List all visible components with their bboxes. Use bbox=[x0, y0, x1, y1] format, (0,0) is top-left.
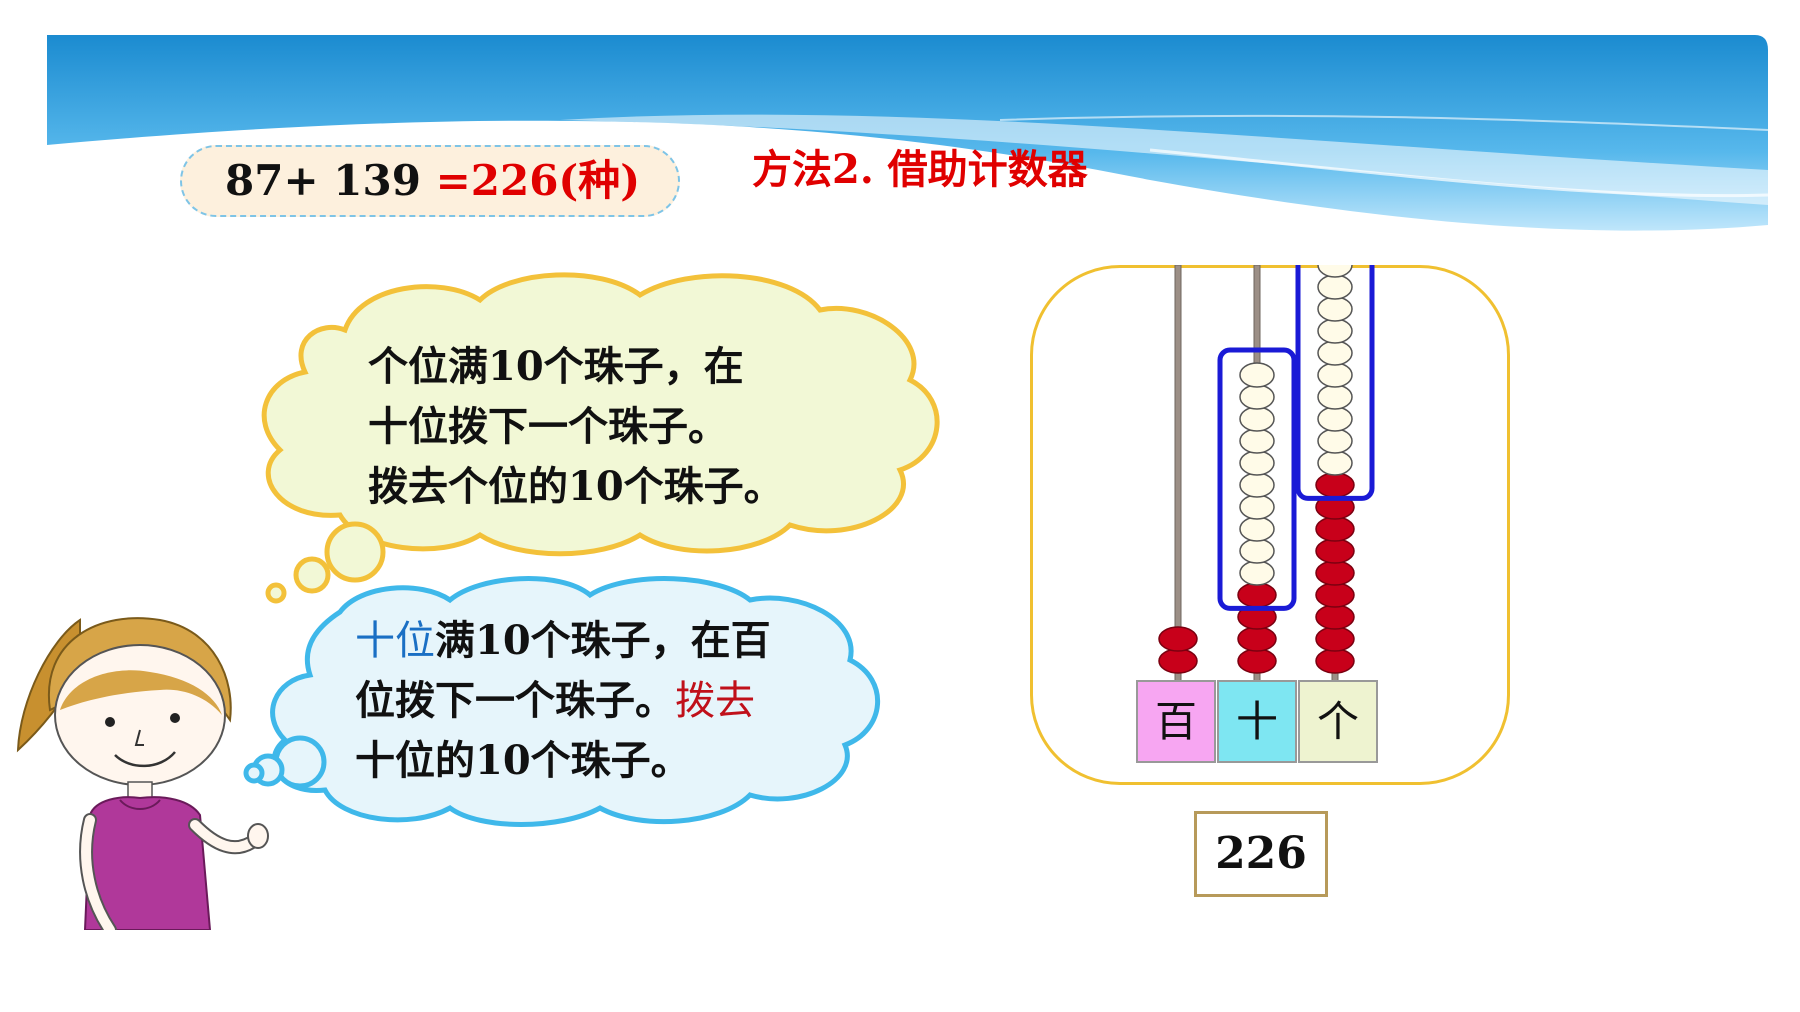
bead-white-ones bbox=[1317, 340, 1353, 366]
abacus-rod-hundreds bbox=[1174, 265, 1182, 683]
equation-pill bbox=[180, 145, 680, 217]
bead-white-ones bbox=[1317, 296, 1353, 322]
bead-white-ones bbox=[1317, 318, 1353, 344]
bead-white-ones bbox=[1317, 428, 1353, 454]
equation-result: =226(种) bbox=[435, 156, 641, 205]
cloud-bottom-line-2-main: 位拨下一个珠子。 bbox=[355, 677, 675, 724]
highlight-frame-tens bbox=[1217, 347, 1297, 611]
bead-white-tens bbox=[1239, 472, 1275, 498]
bead-red-tens bbox=[1237, 582, 1277, 608]
bead-red-ones bbox=[1315, 472, 1355, 498]
bead-white-ones bbox=[1317, 384, 1353, 410]
method-title: 方法2. 借助计数器 bbox=[752, 146, 1088, 193]
cloud-top-line-3: 拨去个位的10个珠子。 bbox=[368, 463, 784, 510]
bead-red-hundreds bbox=[1158, 626, 1198, 652]
cloud-bottom-line-1-rest: 满10个珠子，在百 bbox=[435, 617, 771, 664]
bead-red-tens bbox=[1237, 626, 1277, 652]
bead-white-tens bbox=[1239, 560, 1275, 586]
bead-white-tens bbox=[1239, 450, 1275, 476]
bead-red-ones bbox=[1315, 582, 1355, 608]
bead-white-tens bbox=[1239, 538, 1275, 564]
abacus-counter bbox=[1158, 265, 1375, 683]
bead-red-ones bbox=[1315, 560, 1355, 586]
thought-cloud-top bbox=[261, 272, 940, 604]
cloud-bottom-line-2: 位拨下一个珠子。拨去 bbox=[355, 672, 755, 730]
equation-text: 87+ 139 =226(种) bbox=[225, 152, 640, 210]
bead-red-hundreds bbox=[1158, 648, 1198, 674]
girl-illustration bbox=[16, 617, 269, 930]
bead-white-tens bbox=[1239, 362, 1275, 388]
bead-white-tens bbox=[1239, 406, 1275, 432]
header-wave-banner bbox=[47, 35, 1769, 231]
bead-red-ones bbox=[1315, 538, 1355, 564]
bead-white-ones bbox=[1317, 450, 1353, 476]
result-box: 226 bbox=[1194, 811, 1328, 897]
bead-white-tens bbox=[1239, 494, 1275, 520]
bead-white-tens bbox=[1239, 516, 1275, 542]
highlight-frame-ones bbox=[1295, 265, 1375, 501]
cloud-bottom-emphasis-blue: 十位 bbox=[355, 618, 435, 664]
place-ones-label: 个 bbox=[1298, 680, 1378, 763]
bead-white-ones bbox=[1317, 265, 1353, 278]
place-hundreds-label: 百 bbox=[1136, 680, 1216, 763]
cloud-top-line-2: 十位拨下一个珠子。 bbox=[368, 403, 728, 450]
bead-red-ones bbox=[1315, 604, 1355, 630]
cloud-bottom-line-1: 十位满10个珠子，在百 bbox=[355, 612, 771, 670]
thought-cloud-bottom bbox=[243, 576, 880, 827]
bead-red-ones bbox=[1315, 516, 1355, 542]
bead-white-ones bbox=[1317, 406, 1353, 432]
cloud-bottom-line-3: 十位的10个珠子。 bbox=[355, 737, 691, 784]
bead-red-tens bbox=[1237, 648, 1277, 674]
thought-clouds bbox=[243, 272, 940, 827]
bead-red-ones bbox=[1315, 648, 1355, 674]
cloud-bottom-emphasis-red: 拨去 bbox=[675, 678, 755, 724]
equation-left: 87+ 139 bbox=[225, 156, 421, 205]
cloud-top-line-1: 个位满10个珠子，在 bbox=[368, 343, 744, 390]
bead-white-ones bbox=[1317, 274, 1353, 300]
bead-white-tens bbox=[1239, 384, 1275, 410]
counter-frame bbox=[1030, 265, 1510, 785]
bead-red-ones bbox=[1315, 626, 1355, 652]
place-tens-label: 十 bbox=[1217, 680, 1297, 763]
bead-white-tens bbox=[1239, 428, 1275, 454]
bead-white-ones bbox=[1317, 362, 1353, 388]
